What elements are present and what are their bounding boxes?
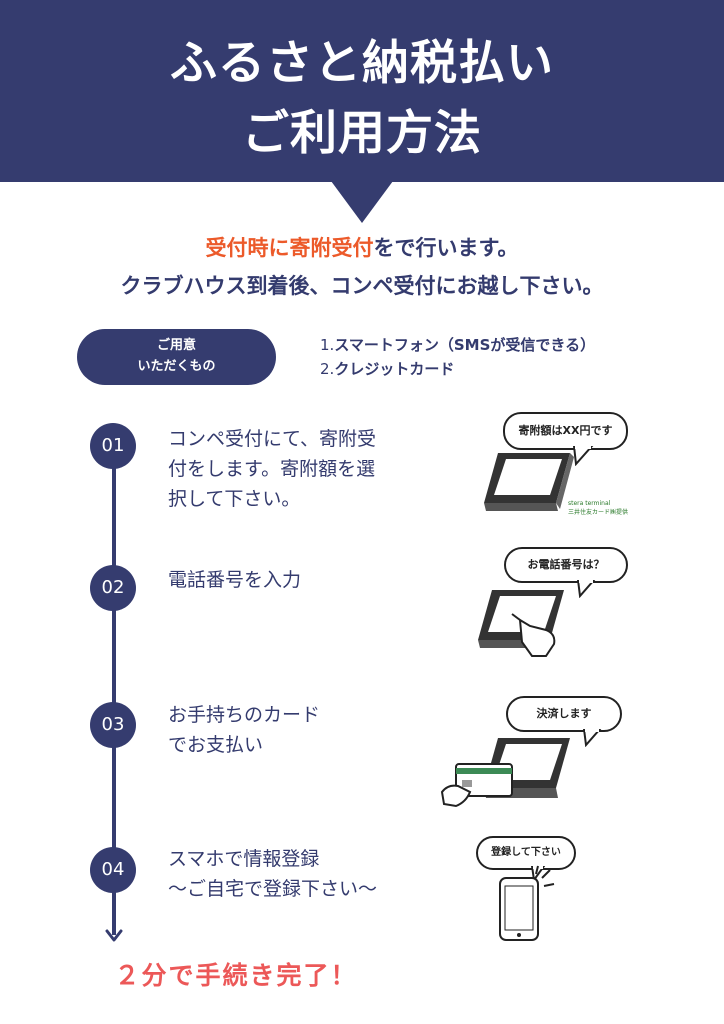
step-text-01: コンペ受付にて、寄附受 付をします。寄附額を選 択して下さい。 (168, 428, 377, 510)
intro-accent: 受付時に寄附受付 (205, 236, 374, 260)
terminal-brand-note: stera terminal 三井住友カード㈱提供 (568, 500, 629, 516)
preparation-item: 2.クレジットカード (320, 360, 455, 378)
speech-bubble-tail-icon (576, 580, 596, 598)
preparation-label: ご用意 いただくもの (77, 329, 276, 385)
page-title-line2: ご利用方法 (242, 106, 482, 161)
card-payment-icon (440, 738, 570, 808)
preparation-label-line1: ご用意 (156, 338, 196, 353)
preparation-list: 1.スマートフォン（SMSが受信できる） 2.クレジットカード (320, 333, 595, 381)
header-pointer (331, 181, 393, 223)
timeline-line (112, 432, 116, 935)
step-text-02: 電話番号を入力 (168, 569, 302, 591)
intro-line1: 受付時に寄附受付をで行います。 (0, 232, 724, 262)
speech-bubble-04: 登録して下さい (476, 836, 576, 870)
terminal-touch-icon (478, 590, 564, 657)
step-number-02: 02 (90, 565, 136, 611)
intro-line2: クラブハウス到着後、コンペ受付にお越し下さい。 (120, 274, 604, 298)
finish-message: ２分で手続き完了！ (114, 961, 358, 990)
speech-bubble-tail-icon (582, 729, 602, 747)
speech-bubble-02: お電話番号は？ (504, 547, 628, 583)
timeline-arrow-icon (105, 929, 123, 942)
smartphone-icon (499, 865, 555, 941)
speech-bubble-01: 寄附額はXX円です (503, 412, 628, 450)
speech-bubble-03: 決済します (506, 696, 622, 732)
step-text-04: スマホで情報登録 〜ご自宅で登録下さい〜 (168, 848, 378, 900)
header-banner (0, 0, 724, 182)
step-number-03: 03 (90, 702, 136, 748)
preparation-item: 1.スマートフォン（SMSが受信できる） (320, 336, 596, 354)
payment-terminal-icon (484, 453, 574, 511)
intro-rest: をで行います。 (373, 236, 519, 260)
speech-bubble-tail-icon (572, 446, 594, 466)
step-number-04: 04 (90, 847, 136, 893)
page-title-line1: ふるさと納税払い (170, 36, 554, 91)
step-text-03: お手持ちのカード でお支払い (168, 704, 321, 756)
preparation-label-line2: いただくもの (137, 359, 216, 374)
step-number-01: 01 (90, 423, 136, 469)
